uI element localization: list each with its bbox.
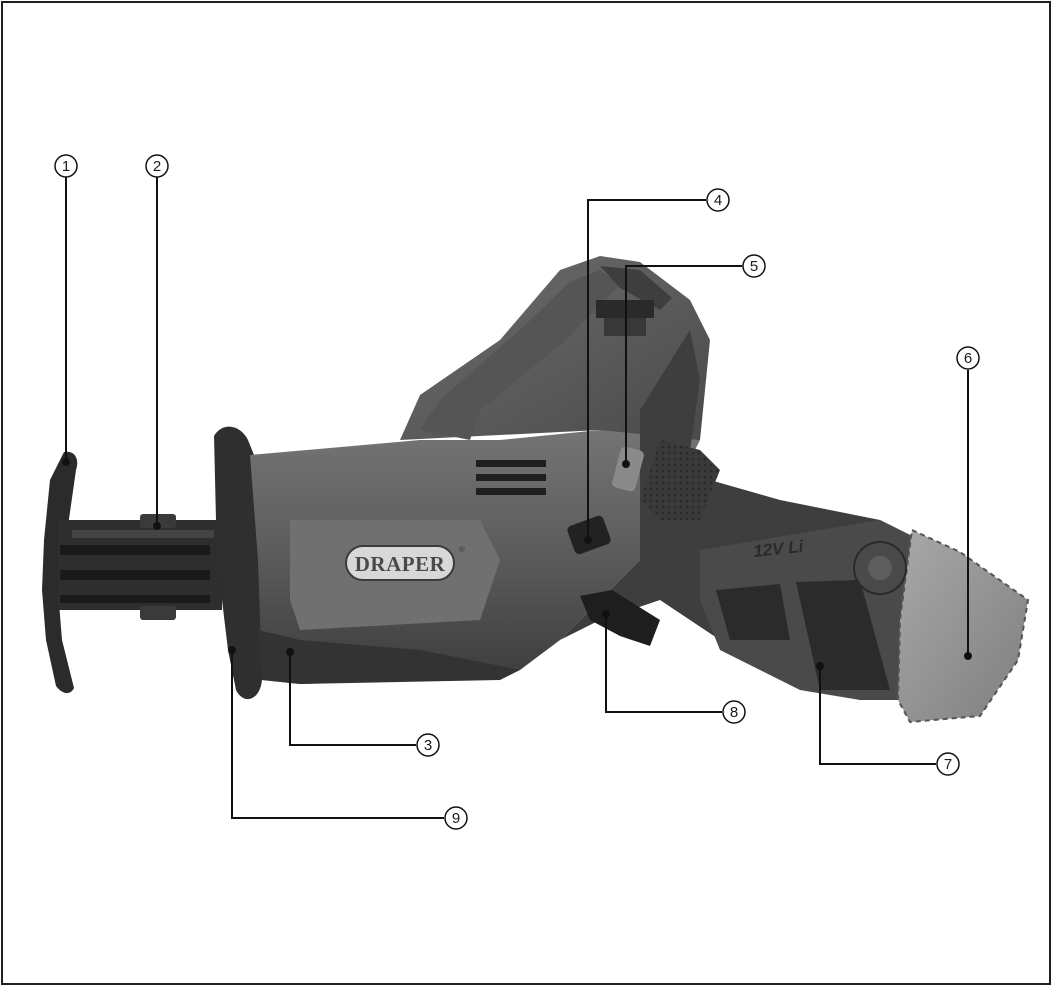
- callout-2: 2: [145, 154, 169, 178]
- blade-guard-shape: [42, 451, 78, 694]
- callout-4: 4: [706, 188, 730, 212]
- svg-text:2: 2: [153, 158, 161, 175]
- svg-text:7: 7: [944, 756, 952, 773]
- svg-text:9: 9: [452, 810, 460, 827]
- svg-text:5: 5: [750, 258, 758, 275]
- callout-labels: 1 2 3 4 5 6 7 8: [54, 154, 980, 830]
- work-light-shape: [612, 446, 644, 492]
- callout-8: 8: [722, 700, 746, 724]
- callout-1: 1: [54, 154, 78, 178]
- front-grip-shape: [258, 630, 520, 684]
- reciprocating-saw: DRAPER ® 12V Li: [42, 256, 1030, 724]
- battery-shape: [896, 528, 1030, 724]
- brand-badge: [345, 545, 455, 581]
- callout-6: 6: [956, 346, 980, 370]
- svg-text:1: 1: [62, 158, 70, 175]
- svg-text:6: 6: [964, 350, 972, 367]
- callout-9: 9: [444, 806, 468, 830]
- shoe-shape: [214, 426, 262, 700]
- callout-7: 7: [936, 752, 960, 776]
- callout-5: 5: [742, 254, 766, 278]
- registered-mark: ®: [459, 545, 465, 554]
- trigger-shape: [580, 590, 660, 646]
- svg-text:3: 3: [424, 737, 432, 754]
- callout-3: 3: [416, 733, 440, 757]
- callouts: [62, 176, 972, 819]
- brand-logo: DRAPER: [355, 552, 446, 576]
- svg-text:4: 4: [714, 192, 722, 209]
- svg-text:8: 8: [730, 704, 738, 721]
